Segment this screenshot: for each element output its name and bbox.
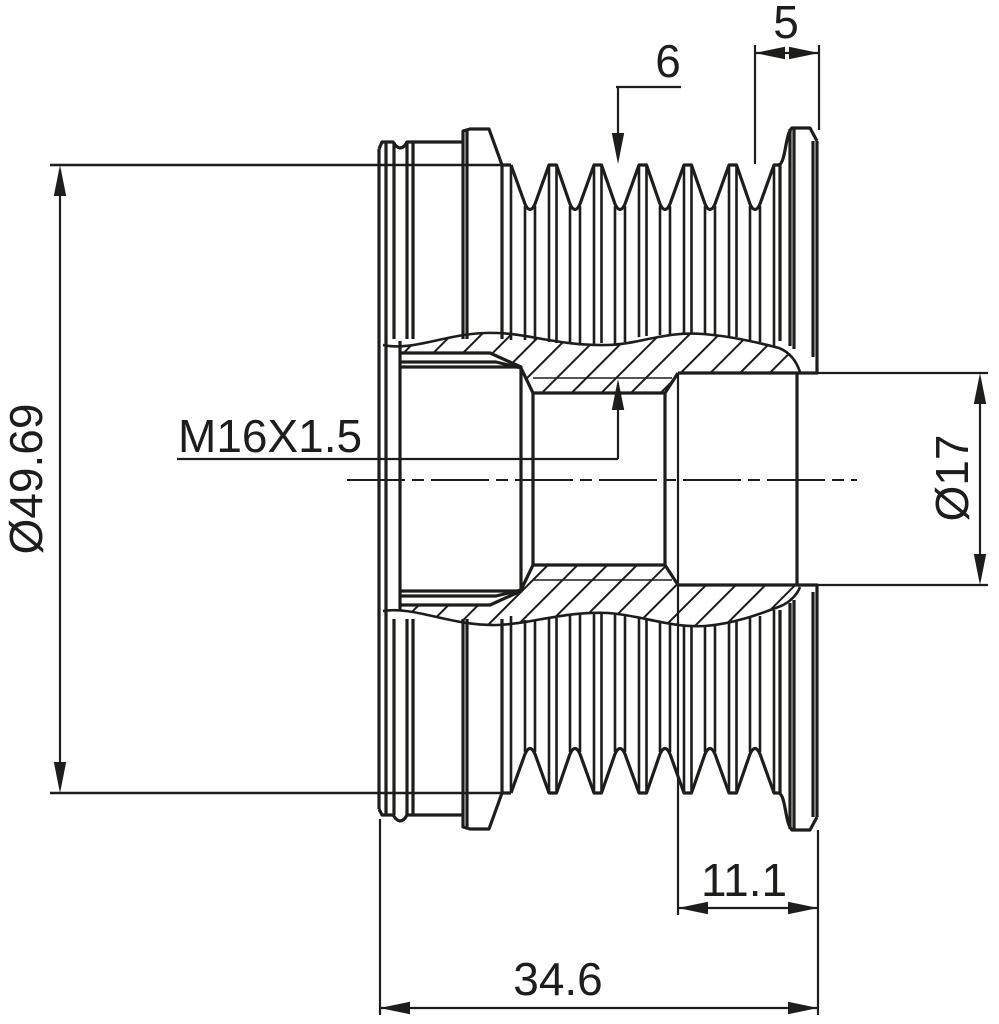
hatch-area-upper <box>383 332 800 393</box>
dim-end-width: 5 <box>755 0 819 60</box>
label-thread: M16X1.5 <box>177 379 625 462</box>
arrowhead-left <box>678 901 708 915</box>
arrowhead-up <box>973 373 987 404</box>
dim-bore-depth: 11.1 <box>678 854 818 915</box>
arrowhead-up <box>611 379 625 410</box>
flange-top-edge <box>377 127 511 167</box>
left-bore-chamfer-top <box>400 351 522 370</box>
ext-overall-width <box>378 819 820 1015</box>
dim-label-outer-diameter: Ø49.69 <box>0 404 52 555</box>
arrowhead-down <box>973 554 987 585</box>
ext-bore-diameter <box>818 371 988 587</box>
dim-label-overall-width: 34.6 <box>513 953 603 1005</box>
arrowhead-down <box>611 133 625 164</box>
arrowhead-right <box>788 1001 818 1015</box>
break-line-upper <box>382 331 802 373</box>
dim-overall-width: 34.6 <box>380 953 818 1015</box>
poly-v-grooves-bottom <box>509 746 819 832</box>
break-line-lower <box>382 586 802 628</box>
dim-label-bore-diameter: Ø17 <box>926 435 978 522</box>
arrowhead-right <box>789 46 819 60</box>
extension-lines <box>50 45 988 1015</box>
arrowhead-left <box>755 46 785 60</box>
arrowhead-up <box>53 165 67 196</box>
step-chamfers <box>519 367 535 591</box>
part-outline <box>377 126 819 832</box>
left-bore-chamfer-bottom <box>400 588 522 607</box>
projection-lines-top <box>509 166 776 347</box>
flange-bottom-edge <box>377 791 511 831</box>
section-hatching <box>383 332 800 627</box>
arrowhead-left <box>380 1001 410 1015</box>
arrowhead-right <box>788 901 818 915</box>
label-rib-count: 6 <box>611 35 681 164</box>
leader-line <box>616 85 681 158</box>
groove-projection-lines <box>509 166 776 792</box>
bore-17-edges <box>678 371 818 587</box>
dim-label-rib-count: 6 <box>655 35 681 87</box>
dim-bore-diameter: Ø17 <box>926 373 987 585</box>
thread-major-diameter-lines <box>533 377 672 581</box>
break-lines <box>382 331 802 628</box>
ext-bore-depth <box>676 373 820 915</box>
hatch-area-lower <box>383 565 800 627</box>
projection-lines-bottom <box>509 610 776 792</box>
thread-lines <box>533 377 672 581</box>
thread-callout: M16X1.5 <box>178 410 362 462</box>
dim-label-bore-depth: 11.1 <box>701 854 787 906</box>
arrowhead-down <box>53 762 67 793</box>
bore-end-chamfers <box>663 372 680 586</box>
dim-outer-diameter: Ø49.69 <box>0 165 67 793</box>
poly-v-grooves-top <box>509 126 819 212</box>
dim-label-end-width: 5 <box>773 0 799 48</box>
ext-end-width <box>753 45 821 164</box>
ext-outer-diameter <box>50 163 511 795</box>
